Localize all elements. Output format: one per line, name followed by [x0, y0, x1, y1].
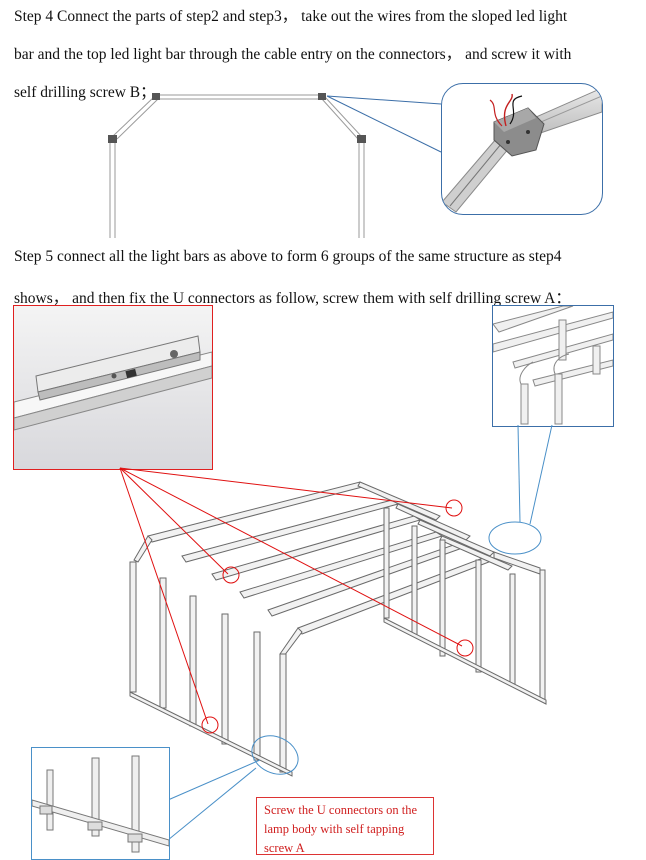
u-connector-detail-icon [14, 306, 212, 469]
step5-line-1: Step 5 connect all the light bars as abo… [14, 248, 562, 265]
step4-line-1: Step 4 Connect the parts of step2 and st… [14, 8, 568, 25]
frame-corner-detail-icon [493, 306, 613, 425]
base-detail-inset [31, 747, 170, 860]
u-connector-detail-inset [13, 305, 213, 470]
frame-corner-detail-inset [492, 305, 614, 427]
note-box: Screw the U connectors on the lamp body … [256, 797, 434, 855]
step4-line-2: bar and the top led light bar through th… [14, 46, 572, 63]
connector-detail-icon [442, 87, 602, 213]
connector-detail-inset [441, 83, 603, 215]
leg-detail-icon [32, 755, 169, 853]
step5-line-2: shows， and then fix the U connectors as … [14, 290, 571, 307]
step4-frame-drawing [108, 93, 442, 238]
step4-line-3: self drilling screw B； [14, 84, 156, 101]
